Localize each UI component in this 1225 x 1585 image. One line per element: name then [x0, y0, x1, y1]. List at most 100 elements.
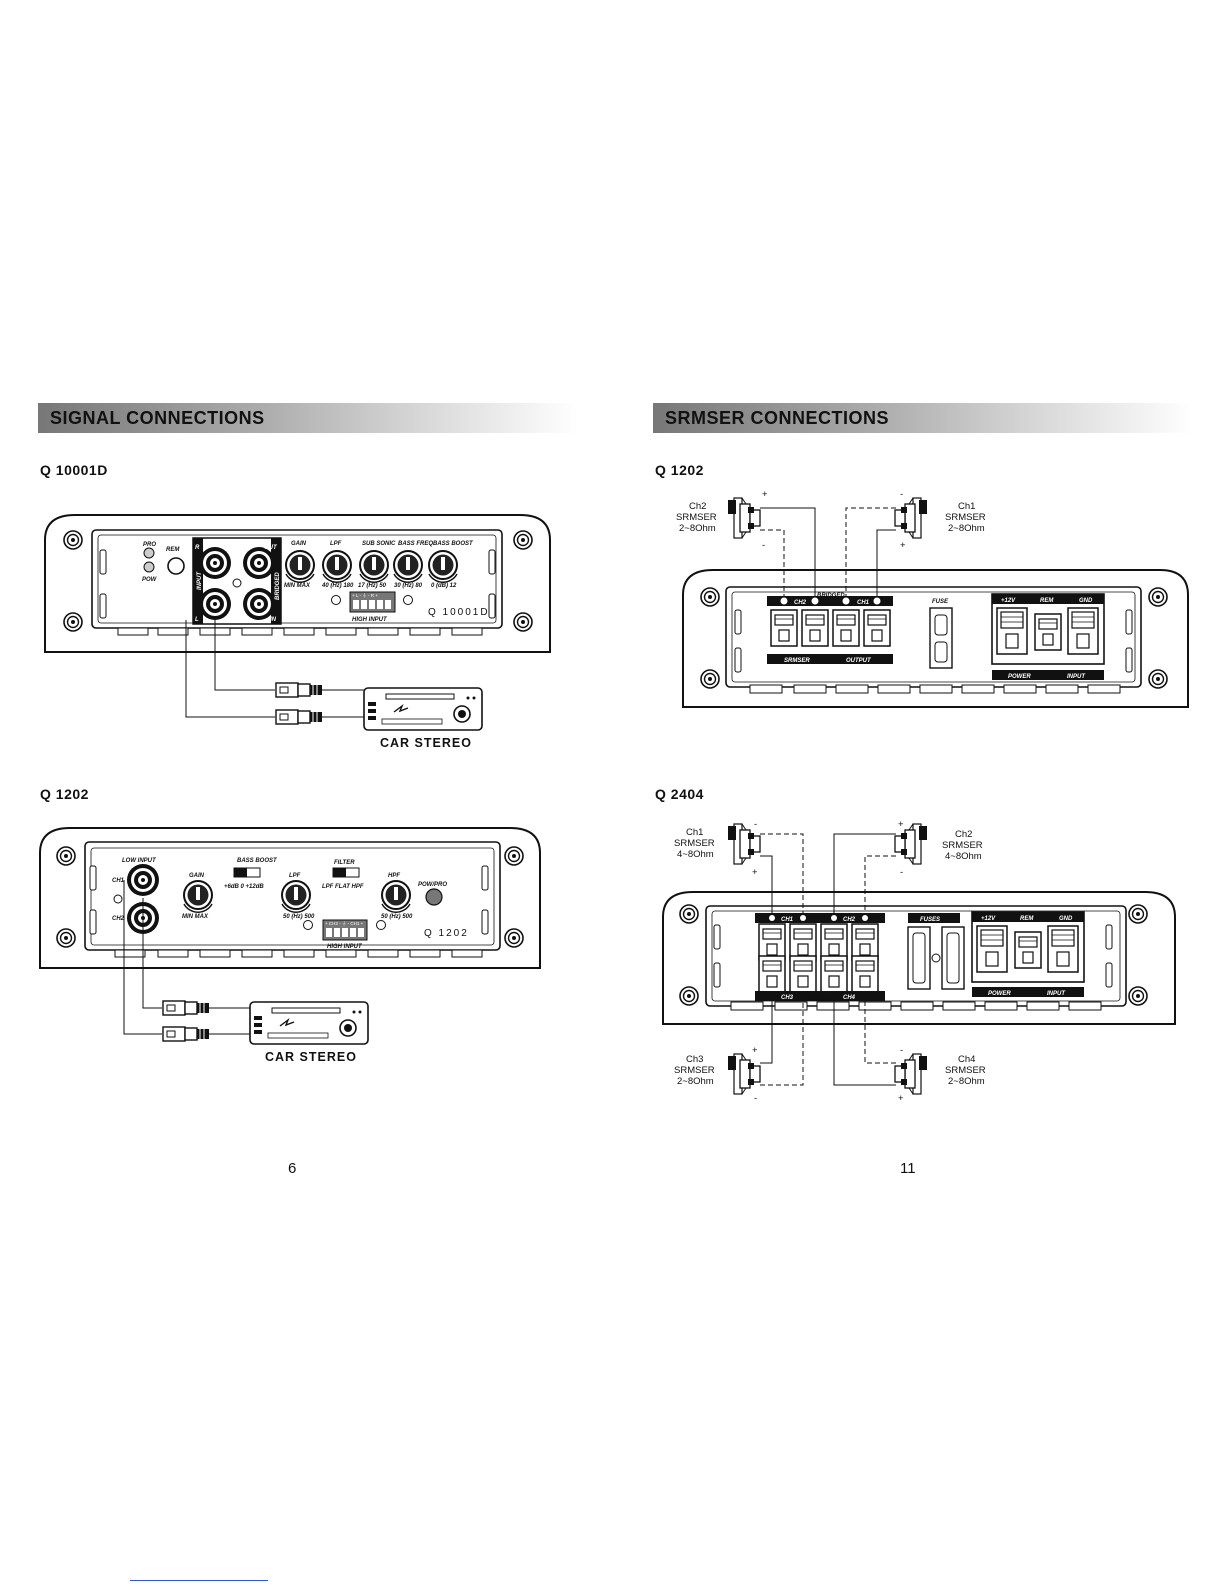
car-stereo-caption: CAR STEREO — [380, 736, 472, 750]
pow-label: POW — [142, 577, 158, 583]
rem-label: REM — [1040, 598, 1054, 604]
ch2-label: CH2 — [843, 917, 856, 923]
ch1-label: CH1 — [781, 917, 794, 923]
hpf-range: 50 (Hz) 500 — [381, 914, 413, 920]
speaker-ch4-name: Ch4 — [958, 1054, 975, 1065]
filter-label: FILTER — [334, 860, 355, 866]
svg-text:+: + — [752, 1045, 758, 1056]
input-label: INPUT — [1067, 674, 1086, 680]
lpf-range: 50 (Hz) 500 — [283, 914, 315, 920]
fuse-label: FUSE — [932, 599, 949, 605]
speaker-ch3-name: Ch3 — [686, 1054, 703, 1065]
r-label: R — [195, 545, 200, 551]
lpf-label: LPF — [289, 873, 301, 879]
brand-label: Q 10001D — [428, 607, 490, 618]
bridged-label: BRIDGED — [275, 572, 281, 600]
speaker-ch1-type: SRMSER — [945, 512, 986, 523]
model-title: Q 1202 — [655, 462, 704, 478]
speaker-ch3-type: SRMSER — [674, 1065, 715, 1076]
svg-text:+: + — [752, 867, 758, 878]
page-number: 11 — [900, 1160, 916, 1177]
gain-range: MIN MAX — [182, 914, 209, 920]
section-title: SIGNAL CONNECTIONS — [50, 407, 265, 428]
svg-text:-: - — [754, 1093, 757, 1104]
power-label: POWER — [988, 991, 1011, 997]
pow-pro-label: POW/PRO — [418, 882, 447, 888]
bass-boost-label: BASS BOOST — [433, 541, 474, 547]
bass-boost-range: 0 (dB) 12 — [431, 583, 457, 589]
low-input-label: LOW INPUT — [122, 858, 157, 864]
lpf-range: 40 (Hz) 180 — [321, 583, 354, 589]
section-title: SRMSER CONNECTIONS — [665, 407, 890, 428]
rem-label: REM — [166, 547, 180, 553]
plus12v-label: +12V — [1001, 598, 1016, 604]
speaker-ch1-name: Ch1 — [958, 501, 975, 512]
car-stereo — [363, 687, 483, 731]
section-banner-srmser: SRMSER CONNECTIONS — [653, 403, 1193, 433]
lpf-label: LPF — [330, 541, 342, 547]
gnd-label: GND — [1059, 916, 1073, 922]
bass-freq-label: BASS FREQ — [398, 541, 433, 547]
car-stereo-caption: CAR STEREO — [265, 1050, 357, 1064]
output-label: OUTPUT — [846, 658, 872, 664]
gnd-label: GND — [1079, 598, 1093, 604]
amp-q1202-speaker-panel: CH2 CH1 BRIDGED SRMSER OUTPUT FUSE +12V … — [676, 489, 1189, 708]
filter-options: LPF FLAT HPF — [322, 884, 364, 890]
high-input-label: HIGH INPUT — [327, 944, 363, 950]
model-title: Q 1202 — [40, 786, 89, 802]
high-input-pins: + L - ⏚ - R + — [352, 592, 378, 598]
ch2-label: CH2 — [112, 916, 125, 922]
speaker-ch4 — [895, 1054, 927, 1094]
svg-text:-: - — [900, 867, 903, 878]
svg-text:+: + — [898, 1093, 904, 1104]
speaker-ch4-type: SRMSER — [945, 1065, 986, 1076]
car-stereo — [249, 1001, 369, 1045]
speaker-ch2 — [727, 497, 761, 539]
ch4-label: CH4 — [843, 995, 856, 1001]
speaker-ch1-impedance: 2~8Ohm — [948, 523, 985, 534]
speaker-ch3 — [727, 1053, 761, 1095]
ch2-label: CH2 — [794, 600, 807, 606]
speaker-ch1-impedance: 4~8Ohm — [677, 849, 714, 860]
gain-label: GAIN — [291, 541, 307, 547]
speaker-ch1-type: SRMSER — [674, 838, 715, 849]
power-label: POWER — [1008, 674, 1031, 680]
speaker-ch2 — [895, 824, 927, 864]
bass-boost-options: +6dB 0 +12dB — [224, 884, 264, 890]
ch3-label: CH3 — [781, 995, 794, 1001]
speaker-ch1 — [727, 823, 761, 865]
svg-text:-: - — [900, 489, 903, 500]
high-input-pins: + CH2 - ⏚ - CH1 + — [325, 920, 364, 926]
model-title: Q 10001D — [40, 462, 108, 478]
speaker-ch1-name: Ch1 — [686, 827, 703, 838]
srmser-label: SRMSER — [784, 658, 810, 664]
bridged-label: BRIDGED — [805, 997, 833, 1003]
svg-text:-: - — [900, 1045, 903, 1056]
gain-label: GAIN — [189, 873, 205, 879]
amp-q10001d-panel: PRO POW REM R L OUT IN INPUT BRIDGED GAI… — [44, 514, 551, 731]
rem-label: REM — [1020, 916, 1034, 922]
gain-range: MIN MAX — [284, 583, 311, 589]
svg-text:-: - — [762, 540, 765, 551]
brand-label: Q 1202 — [424, 928, 469, 939]
speaker-ch2-impedance: 4~8Ohm — [945, 851, 982, 862]
ch1-label: CH1 — [112, 878, 125, 884]
speaker-ch2-name: Ch2 — [955, 829, 972, 840]
subsonic-range: 17 (Hz) 50 — [358, 583, 387, 589]
amp-q2404-speaker-panel: CH1 CH2 CH3 CH4 BRIDGED FUSES +12V REM G… — [662, 819, 1176, 1104]
speaker-ch3-impedance: 2~8Ohm — [677, 1076, 714, 1087]
bass-boost-label: BASS BOOST — [237, 858, 278, 864]
amp-q1202-signal-panel: LOW INPUT CH1 CH2 GAIN MIN MAX BASS BOOS… — [39, 827, 541, 1045]
bass-freq-range: 30 (Hz) 80 — [394, 583, 423, 589]
speaker-ch4-impedance: 2~8Ohm — [948, 1076, 985, 1087]
speaker-ch2-type: SRMSER — [676, 512, 717, 523]
svg-text:+: + — [900, 540, 906, 551]
l-label: L — [195, 617, 199, 623]
svg-text:+: + — [762, 489, 768, 500]
subsonic-label: SUB SONIC — [362, 541, 396, 547]
footer-link-underline — [130, 1580, 268, 1581]
page-number: 6 — [288, 1160, 297, 1177]
out-label: OUT — [264, 545, 278, 551]
bridged-label: BRIDGED — [817, 593, 845, 599]
